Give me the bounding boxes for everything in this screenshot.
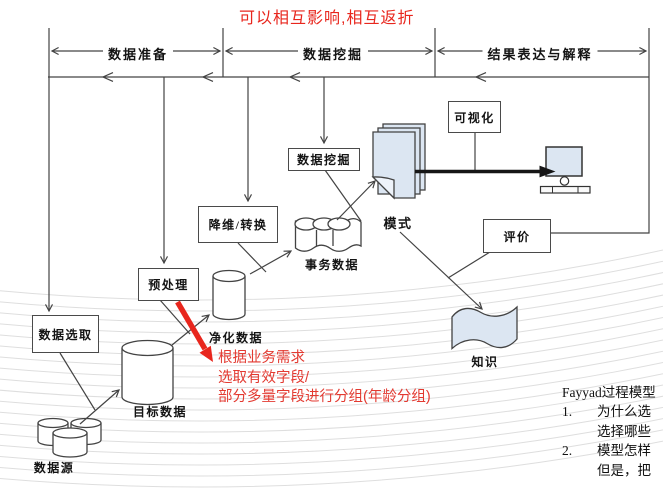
- knowledge-label: 知识: [471, 355, 499, 369]
- process-box-data-mining: 数据挖掘: [288, 148, 360, 171]
- preprocessing-link: [159, 299, 191, 335]
- patterns-to-knowledge-arrow: [399, 231, 483, 310]
- right-boundary-connector: [551, 28, 650, 234]
- feedback-arrowhead: [288, 72, 301, 82]
- knowledge-wave-icon: [451, 305, 518, 350]
- mining-link: [324, 169, 362, 222]
- patterns-label: 模式: [383, 216, 413, 231]
- red-annotation-arrow: [175, 300, 213, 362]
- feedback-arrowhead: [201, 72, 214, 82]
- transaction-data-scroll-icon: [294, 217, 362, 252]
- feedback-arrowhead: [474, 72, 487, 82]
- source-to-target-arrow: [79, 389, 120, 425]
- notes-title: Fayyad过程模型: [562, 385, 656, 400]
- notes-item-text: 但是，把: [597, 462, 651, 478]
- phase-label-result-interpretation: 结果表达与解释: [482, 44, 598, 63]
- process-box-data-selection: 数据选取: [32, 315, 99, 353]
- notes-item-row: 但是，把: [562, 461, 663, 480]
- feedback-arrowhead: [101, 72, 114, 82]
- selection-to-source-link: [59, 352, 96, 411]
- target-data-label: 目标数据: [132, 405, 188, 419]
- red-note-line-1: 根据业务需求: [218, 350, 305, 366]
- phase-label-data-preparation: 数据准备: [102, 44, 174, 63]
- fayyad-notes-block: Fayyad过程模型 1. 为什么选 选择哪些 2. 模型怎样 但是，把: [562, 383, 663, 480]
- process-box-preprocessing: 预处理: [138, 268, 199, 301]
- notes-item-number: 1.: [562, 404, 573, 420]
- cleaned-to-transaction-arrow: [249, 250, 293, 275]
- phase-label-data-mining: 数据挖掘: [297, 44, 369, 63]
- red-side-annotation: 根据业务需求 选取有效字段/ 部分多量字段进行分组(年龄分组): [218, 349, 431, 408]
- red-note-line-3: 部分多量字段进行分组(年龄分组): [218, 389, 431, 405]
- target-data-cylinder-icon: [121, 339, 174, 406]
- red-note-line-2: 选取有效字段/: [218, 369, 310, 386]
- cleaned-data-cylinder-icon: [212, 269, 246, 321]
- notes-item-row: 1. 为什么选: [562, 402, 663, 421]
- process-box-evaluation: 评价: [483, 219, 551, 253]
- process-box-transformation: 降维/转换: [198, 206, 278, 243]
- notes-item-text: 选择哪些: [597, 423, 651, 439]
- transaction-data-label: 事务数据: [304, 258, 360, 272]
- notes-item-text: 为什么选: [597, 404, 651, 420]
- notes-item-row: 选择哪些: [562, 422, 663, 441]
- cleaned-data-label: 净化数据: [208, 331, 264, 345]
- top-red-annotation: 可以相互影响,相互返折: [239, 10, 415, 27]
- patterns-documents-icon: [371, 123, 426, 200]
- notes-item-number: 2.: [562, 443, 573, 459]
- evaluation-link: [447, 251, 491, 279]
- data-source-cylinders-icon: [37, 417, 102, 458]
- data-source-label: 数据源: [33, 461, 75, 475]
- notes-item-row: 2. 模型怎样: [562, 441, 663, 460]
- target-to-cleaned-arrow: [171, 314, 210, 346]
- process-box-visualization: 可视化: [448, 101, 501, 133]
- transaction-to-patterns-arrow: [336, 180, 376, 221]
- notes-item-text: 模型怎样: [597, 443, 651, 459]
- patterns-to-screen-arrow: [415, 165, 556, 178]
- connector-lines: [44, 28, 650, 425]
